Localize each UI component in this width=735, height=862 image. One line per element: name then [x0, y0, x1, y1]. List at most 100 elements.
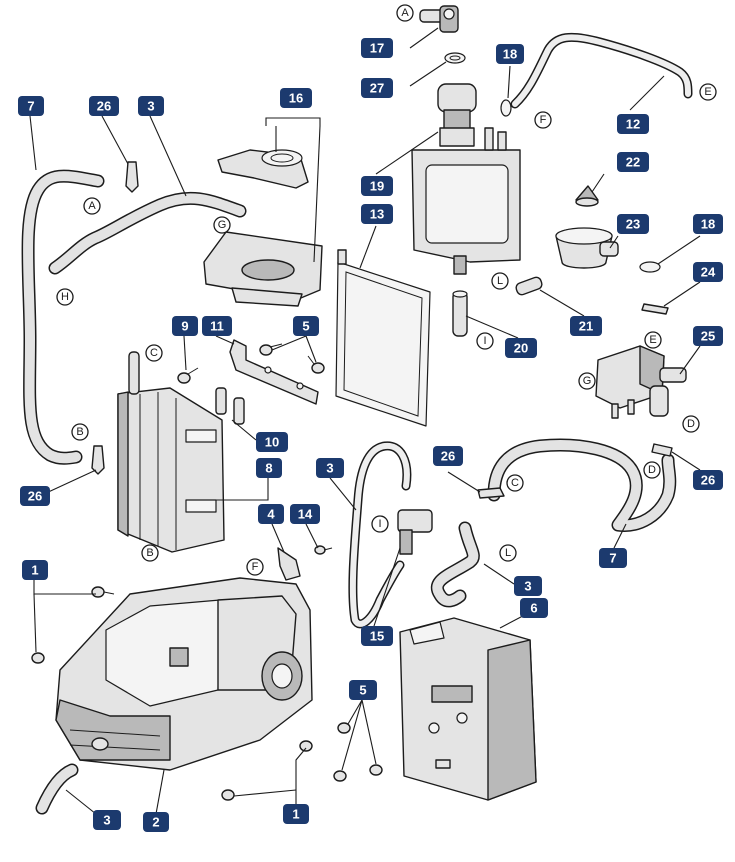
hose-3-middle [348, 441, 412, 629]
svg-text:B: B [76, 426, 83, 438]
svg-text:A: A [88, 200, 96, 212]
svg-text:7: 7 [27, 99, 34, 114]
svg-text:8: 8 [265, 461, 272, 476]
callout-26-right: 26 [693, 470, 723, 490]
connector-I-top: I [476, 332, 494, 350]
callout-2: 2 [143, 812, 169, 832]
svg-text:4: 4 [267, 507, 275, 522]
callout-5-upper: 5 [293, 316, 319, 336]
callout-9: 9 [172, 316, 198, 336]
connector-D-valve: D [682, 415, 700, 433]
callout-8: 8 [256, 458, 282, 478]
svg-text:26: 26 [97, 99, 111, 114]
svg-text:15: 15 [370, 629, 384, 644]
connector-L-middle: L [499, 544, 517, 562]
plate-13 [335, 249, 431, 427]
hose-7-left [21, 169, 105, 465]
bracket-4 [277, 547, 301, 581]
connector-E-top: E [699, 83, 717, 101]
connector-D-right: D [643, 461, 661, 479]
callout-3-top: 3 [138, 96, 164, 116]
callout-18-upper: 18 [496, 44, 524, 64]
clip-26-center [477, 487, 505, 499]
connector-H: H [56, 288, 74, 306]
svg-text:5: 5 [359, 683, 366, 698]
pump-19 [411, 83, 521, 275]
svg-text:27: 27 [370, 81, 384, 96]
svg-text:19: 19 [370, 179, 384, 194]
bracket-16 [217, 149, 309, 189]
callout-14: 14 [290, 504, 320, 524]
svg-text:22: 22 [626, 155, 640, 170]
callout-6: 6 [520, 598, 548, 618]
flowmeter-15 [397, 509, 433, 555]
svg-text:E: E [649, 334, 656, 346]
clip-24 [641, 303, 669, 315]
callout-22: 22 [617, 152, 649, 172]
svg-text:E: E [704, 86, 711, 98]
svg-text:3: 3 [326, 461, 333, 476]
svg-text:18: 18 [503, 47, 517, 62]
screws-5-lower [333, 722, 383, 782]
svg-text:20: 20 [514, 341, 528, 356]
svg-text:21: 21 [579, 319, 593, 334]
clip-26-right [651, 443, 673, 457]
callout-20: 20 [505, 338, 537, 358]
callout-1-bottom: 1 [283, 804, 309, 824]
connector-I-middle: I [371, 515, 389, 533]
callout-21: 21 [570, 316, 602, 336]
hose-12 [510, 32, 693, 109]
o-ring-18-upper [500, 99, 512, 117]
svg-text:26: 26 [28, 489, 42, 504]
svg-text:I: I [483, 335, 486, 347]
screw-9 [177, 367, 199, 384]
svg-text:12: 12 [626, 117, 640, 132]
callout-7-left: 7 [18, 96, 44, 116]
svg-text:1: 1 [292, 807, 299, 822]
connector-E-valve: E [644, 331, 662, 349]
screw-1-top [91, 586, 115, 598]
connector-C-top: C [145, 344, 163, 362]
hose-3-upper [48, 191, 247, 275]
svg-text:14: 14 [298, 507, 313, 522]
nipple-22 [575, 185, 599, 207]
leader-lines [29, 27, 701, 815]
svg-text:10: 10 [265, 435, 279, 450]
solenoid-valve-25 [595, 345, 687, 419]
svg-text:L: L [505, 547, 511, 559]
callout-3-right: 3 [514, 576, 542, 596]
reservoir-cup-16 [203, 231, 323, 307]
svg-text:C: C [511, 477, 519, 489]
callout-26-left: 26 [20, 486, 50, 506]
connector-B-bottom: B [141, 544, 159, 562]
svg-text:17: 17 [370, 41, 384, 56]
svg-text:13: 13 [370, 207, 384, 222]
callout-18-right: 18 [693, 214, 723, 234]
svg-text:26: 26 [701, 473, 715, 488]
o-ring-27 [444, 52, 466, 64]
svg-text:5: 5 [302, 319, 309, 334]
o-ring-18-right [639, 261, 661, 273]
svg-text:26: 26 [441, 449, 455, 464]
svg-text:H: H [61, 291, 69, 303]
callout-25: 25 [693, 326, 723, 346]
svg-text:D: D [687, 418, 695, 430]
callout-26-center: 26 [433, 446, 463, 466]
connector-A-left: A [83, 197, 101, 215]
svg-text:6: 6 [530, 601, 537, 616]
clip-26-left [91, 445, 105, 475]
svg-text:F: F [252, 561, 259, 573]
callout-16: 16 [280, 88, 312, 108]
callout-24: 24 [693, 262, 723, 282]
fuse-10 [215, 387, 245, 425]
callout-5-lower: 5 [349, 680, 377, 700]
callout-17: 17 [361, 38, 393, 58]
callout-4: 4 [258, 504, 284, 524]
callout-7-right: 7 [599, 548, 627, 568]
connector-G-valve: G [578, 372, 596, 390]
callout-1-top: 1 [22, 560, 48, 580]
callout-12: 12 [617, 114, 649, 134]
svg-text:3: 3 [524, 579, 531, 594]
svg-text:25: 25 [701, 329, 715, 344]
svg-text:D: D [648, 464, 656, 476]
